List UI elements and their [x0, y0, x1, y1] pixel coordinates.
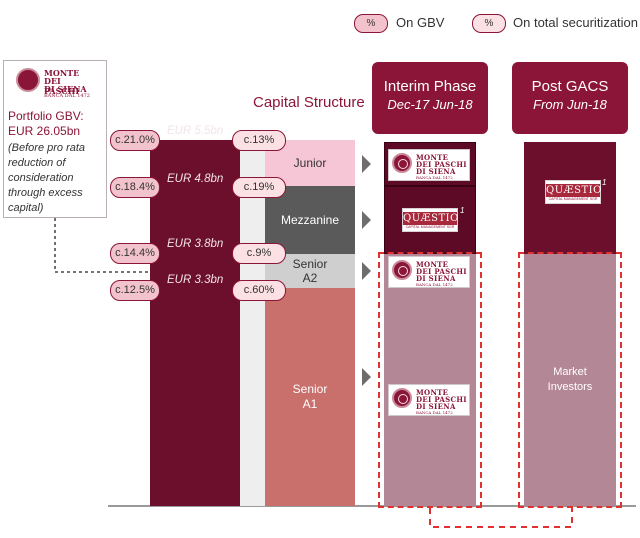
mps-logo: MONTE DEI PASCHI DI SIENA BANCA DAL 1472	[14, 65, 94, 101]
quaestio-logo-post: QUÆSTIO CAPITAL MANAGEMENT SGR	[545, 180, 601, 204]
mps-logo-senior-a2: MONTE DEI PASCHI DI SIENA BANCA DAL 1472	[388, 256, 470, 288]
tranche-mezzanine: Mezzanine	[265, 186, 355, 254]
portfolio-box: MONTE DEI PASCHI DI SIENA BANCA DAL 1472…	[3, 60, 107, 218]
post-gacs-header: Post GACS From Jun-18	[512, 62, 628, 134]
gbv-pill: c.12.5%	[110, 280, 160, 301]
eur-label: EUR 4.8bn	[167, 173, 224, 185]
logo-line: DI SIENA	[44, 84, 87, 94]
legend-sec-pill: %	[472, 14, 506, 33]
senior-a2-arrow-icon	[362, 262, 371, 280]
quaestio-footnote-post: 1	[602, 178, 607, 187]
legend-gbv-pill: %	[354, 14, 388, 33]
gbv-pill: c.18.4%	[110, 177, 160, 198]
eur-label: EUR 3.3bn	[167, 274, 224, 286]
capital-structure-title: Capital Structure	[253, 94, 365, 111]
eur-label: EUR 3.8bn	[167, 238, 224, 250]
interim-senior-dashed-box	[378, 252, 482, 508]
gbv-pill: c.21.0%	[110, 130, 160, 151]
gbv-pill: c.14.4%	[110, 243, 160, 264]
legend-gbv-label: On GBV	[396, 15, 445, 30]
logo-tag: BANCA DAL 1472	[44, 93, 90, 99]
mps-seal-icon	[392, 153, 412, 173]
quaestio-footnote: 1	[460, 206, 465, 215]
eur-label: EUR 5.5bn	[167, 125, 224, 137]
portfolio-bar	[150, 140, 240, 506]
mps-seal-icon	[16, 68, 40, 92]
sec-pill: c.9%	[232, 243, 286, 264]
mps-seal-icon	[392, 388, 412, 408]
portfolio-gbv-label: Portfolio GBV: EUR 26.05bn	[8, 109, 84, 138]
quaestio-logo-mezzanine: QUÆSTIO CAPITAL MANAGEMENT SGR	[402, 208, 458, 232]
senior-a1-arrow-icon	[362, 368, 371, 386]
post-senior-dashed-box	[518, 252, 622, 508]
junior-arrow-icon	[362, 155, 371, 173]
mps-logo-senior-a1: MONTE DEI PASCHI DI SIENA BANCA DAL 1472	[388, 384, 470, 416]
market-investors-block: Market Investors	[524, 254, 616, 506]
mezzanine-arrow-icon	[362, 211, 371, 229]
legend-sec-label: On total securitization	[513, 15, 639, 30]
sec-pill: c.19%	[232, 177, 286, 198]
sec-pill: c.13%	[232, 130, 286, 151]
tranche-senior-a1: Senior A1	[265, 288, 355, 506]
capital-structure-column	[240, 140, 265, 506]
mps-seal-icon	[392, 260, 412, 280]
mps-logo-junior: MONTE DEI PASCHI DI SIENA BANCA DAL 1472	[388, 149, 470, 181]
sec-pill: c.60%	[232, 280, 286, 301]
interim-phase-header: Interim Phase Dec-17 Jun-18	[372, 62, 488, 134]
logo-line: DEI PASCHI	[44, 76, 80, 96]
logo-line: MONTE	[44, 68, 80, 78]
portfolio-note: (Before pro rata reduction of considerat…	[8, 142, 86, 214]
